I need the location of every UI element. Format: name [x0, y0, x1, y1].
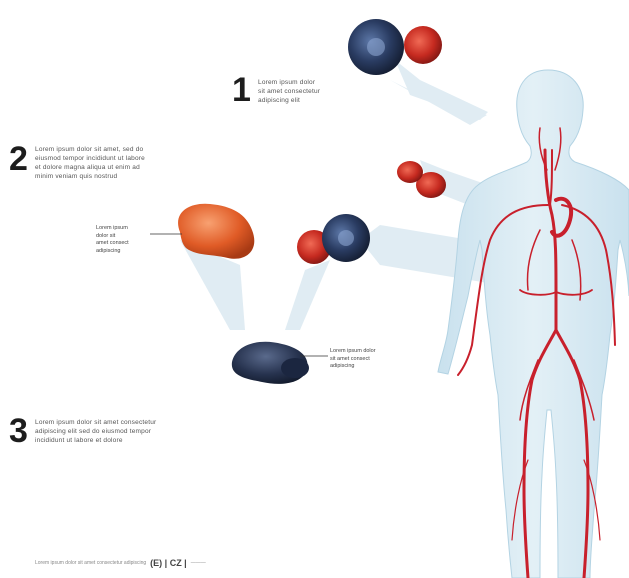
footer: Lorem ipsum dolor sit amet consectetur a… [35, 556, 335, 570]
molecule-step-2 [297, 214, 370, 264]
step-1-caption: Lorem ipsum dolor sit amet consectetur a… [258, 78, 320, 105]
step-2-number: 2 [9, 142, 28, 176]
step-1-number: 1 [232, 73, 251, 107]
dark-cell [232, 342, 309, 384]
footer-right-text: ——— [191, 560, 206, 566]
human-body [438, 70, 629, 578]
red-cells-pair [397, 161, 446, 198]
footer-left-text: Lorem ipsum dolor sit amet consectetur a… [35, 560, 146, 566]
orange-cell-label: Lorem ipsum dolor sit amet consect adipi… [96, 225, 129, 255]
step-3-caption: Lorem ipsum dolor sit amet consectetur a… [35, 418, 156, 445]
step-3-number: 3 [9, 414, 28, 448]
step-2-caption: Lorem ipsum dolor sit amet, sed do eiusm… [35, 145, 145, 181]
molecule-step-1 [348, 19, 442, 75]
footer-logo: (E) | CZ | [150, 558, 187, 568]
dark-cell-label: Lorem ipsum dolor sit amet consect adipi… [330, 348, 376, 371]
